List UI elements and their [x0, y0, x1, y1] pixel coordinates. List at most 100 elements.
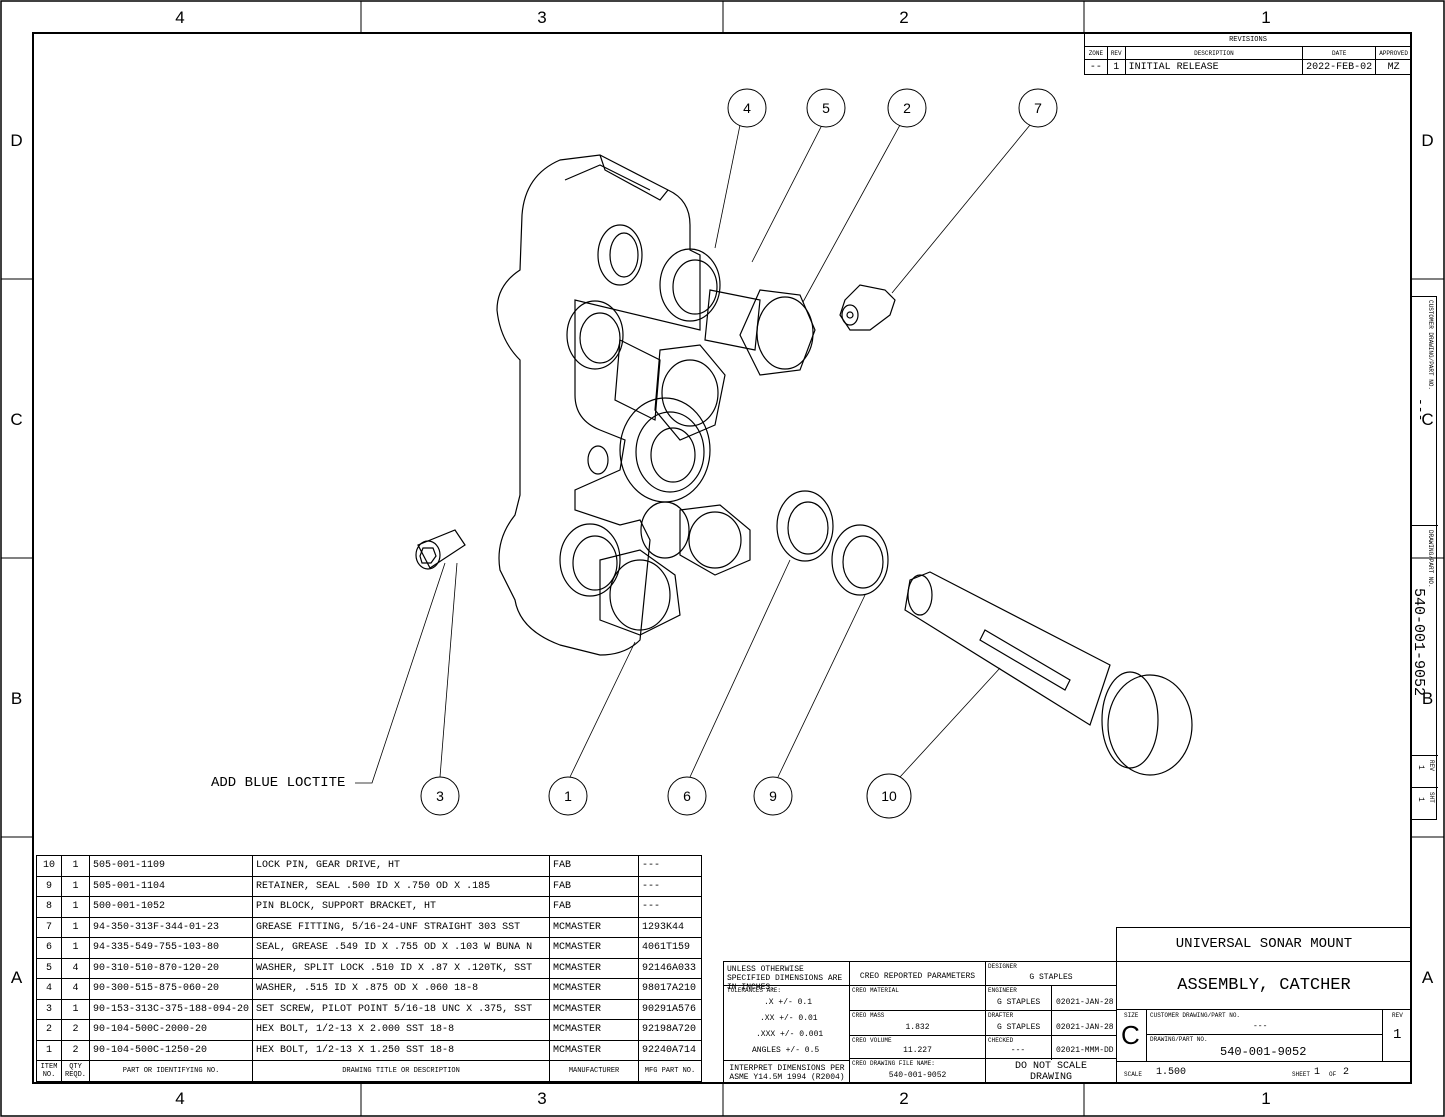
sheet-value: 1	[1314, 1067, 1321, 1078]
bom-manufacturer: MCMASTER	[549, 998, 640, 1020]
washer-upper-right	[659, 248, 721, 322]
bom-mfg-part: 92146A033	[638, 957, 702, 979]
balloon-3-circle	[420, 776, 460, 816]
bom-qty: 4	[61, 957, 90, 979]
balloon-2-circle	[887, 88, 927, 128]
bom-part-no: 90-300-515-875-060-20	[88, 978, 254, 1000]
balloon-9-circle	[753, 776, 793, 816]
zone-left-D: D	[10, 131, 23, 150]
bom-item: 5	[36, 957, 62, 979]
tolerances-label: TOLERANCES ARE:	[727, 987, 782, 994]
bom-description: HEX BOLT, 1/2-13 X 1.250 SST 18-8	[252, 1039, 551, 1061]
customer-part-value: ---	[1253, 1022, 1268, 1031]
bom-part-no: 94-335-549-755-103-80	[88, 937, 254, 959]
zone-top-1: 1	[1261, 8, 1271, 27]
of-value: 2	[1343, 1067, 1350, 1078]
designer-label: DESIGNER	[988, 963, 1017, 970]
revisions-table: REVISIONS ZONE REV DESCRIPTION DATE APPR…	[1084, 33, 1412, 75]
grease-seal	[776, 490, 834, 562]
rev-row-date: 2022-FEB-02	[1302, 59, 1377, 75]
bom-part-no: 94-350-313F-344-01-23	[88, 916, 254, 938]
bom-qty: 1	[61, 875, 90, 897]
bom-part-no: 90-153-313C-375-188-094-20	[88, 998, 254, 1020]
bom-qty: 1	[61, 896, 90, 918]
bom-manufacturer: FAB	[549, 875, 640, 897]
tolerance-xxx: .XXX +/- 0.001	[756, 1030, 824, 1039]
zone-left-C: C	[10, 410, 23, 429]
creo-volume-value: 11.227	[903, 1046, 932, 1055]
bom-header-manufacturer: MANUFACTURER	[549, 1060, 640, 1082]
hex-bolt-head-lower-right	[679, 504, 751, 576]
balloon-5-circle	[806, 88, 846, 128]
sheet-label: SHEET	[1292, 1071, 1311, 1078]
drawing-title: ASSEMBLY, CATCHER	[1177, 976, 1351, 995]
bom-description: WASHER, .515 ID X .875 OD X .060 18-8	[252, 978, 551, 1000]
balloon-5: 5	[822, 100, 830, 116]
checked-value: ---	[1010, 1046, 1026, 1055]
side-rev-value: 1	[1416, 765, 1425, 770]
zone-left-B: B	[10, 689, 23, 708]
balloon-6: 6	[683, 788, 691, 804]
drawing-part-label: DRAWING/PART NO.	[1150, 1036, 1208, 1043]
balloon-1: 1	[564, 788, 572, 804]
engineer-label: ENGINEER	[988, 987, 1017, 994]
drafter-value: G STAPLES	[997, 1023, 1041, 1032]
bom-part-no: 90-310-510-870-120-20	[88, 957, 254, 979]
bom-item: 10	[36, 855, 62, 877]
rev-row-approved: MZ	[1375, 59, 1412, 75]
zone-top-2: 2	[899, 8, 909, 27]
bom-mfg-part: ---	[638, 855, 702, 877]
rev-row-zone: --	[1084, 59, 1108, 75]
bom-description: HEX BOLT, 1/2-13 X 2.000 SST 18-8	[252, 1019, 551, 1041]
side-sht-value: 1	[1416, 797, 1425, 802]
bom-qty: 1	[61, 916, 90, 938]
bom-mfg-part: 92198A720	[638, 1019, 702, 1041]
zone-top-3: 3	[537, 8, 547, 27]
bom-manufacturer: MCMASTER	[549, 1019, 640, 1041]
bom-mfg-part: 98017A210	[638, 978, 702, 1000]
side-drawing-label: DRAWING/PART NO.	[1427, 530, 1434, 588]
bom-part-no: 90-104-500C-1250-20	[88, 1039, 254, 1061]
bom-description: LOCK PIN, GEAR DRIVE, HT	[252, 855, 551, 877]
side-customer-label: CUSTOMER DRAWING/PART NO.	[1427, 300, 1434, 391]
zone-top-4: 4	[175, 8, 185, 27]
tolerance-xx: .XX +/- 0.01	[760, 1014, 818, 1023]
balloon-1-circle	[548, 776, 588, 816]
zone-right-A: A	[1421, 968, 1434, 987]
bom-manufacturer: MCMASTER	[549, 978, 640, 1000]
bom-item: 8	[36, 896, 62, 918]
zone-left-A: A	[10, 968, 23, 987]
bom-item: 9	[36, 875, 62, 897]
hex-bolt-head-upper-right	[739, 289, 816, 376]
creo-file-value: 540-001-9052	[888, 1071, 947, 1080]
side-rev-label: REV	[1428, 760, 1435, 771]
zone-bottom-3: 3	[537, 1089, 547, 1108]
balloon-7: 7	[1034, 100, 1042, 116]
creo-mass-value: 1.832	[905, 1023, 930, 1032]
bom-header-mfg-part: MFG PART NO.	[638, 1060, 702, 1082]
drafter-date: 02021-JAN-28	[1056, 1023, 1114, 1032]
balloon-10-circle	[866, 773, 912, 819]
creo-mass-label: CREO MASS	[852, 1012, 885, 1019]
zone-right-D: D	[1421, 131, 1434, 150]
zone-bottom-4: 4	[175, 1089, 185, 1108]
side-strip	[1411, 296, 1438, 820]
pin-block-hole	[597, 224, 643, 286]
zone-bottom-1: 1	[1261, 1089, 1271, 1108]
bom-item: 3	[36, 998, 62, 1020]
rev-value: 1	[1393, 1027, 1402, 1043]
bom-header-item: ITEM NO.	[36, 1060, 62, 1082]
bom-description: SET SCREW, PILOT POINT 5/16-18 UNC X .37…	[252, 998, 551, 1020]
engineer-value: G STAPLES	[997, 998, 1041, 1007]
bom-manufacturer: MCMASTER	[549, 1039, 640, 1061]
bom-manufacturer: MCMASTER	[549, 937, 640, 959]
bom-manufacturer: MCMASTER	[549, 957, 640, 979]
bom-mfg-part: ---	[638, 896, 702, 918]
bom-description: PIN BLOCK, SUPPORT BRACKET, HT	[252, 896, 551, 918]
